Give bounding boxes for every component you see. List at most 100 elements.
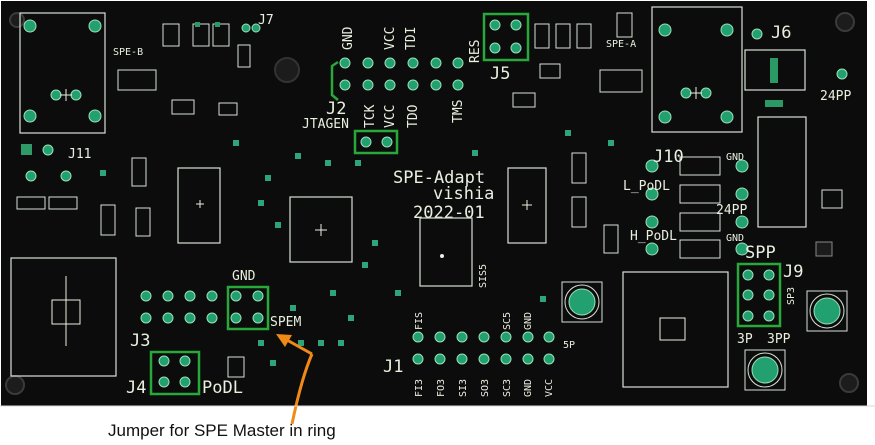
relay <box>757 116 807 228</box>
smd-l4 <box>135 207 151 237</box>
label-sp3: SP3 <box>786 287 797 305</box>
board-title-line3: 2022-01 <box>413 203 485 223</box>
label-vcc-b: VCC <box>544 379 555 397</box>
smd-part2 <box>218 102 238 116</box>
label-vcc-mid: VCC <box>383 105 398 128</box>
mounting-hole-bl <box>5 375 25 395</box>
j10-podl-diodes <box>645 156 749 259</box>
smd-r6 <box>576 23 592 49</box>
smd-r9 <box>603 224 619 254</box>
smd-part <box>171 99 195 115</box>
label-fis: FIS <box>414 312 425 330</box>
label-jtagen: JTAGEN <box>302 117 349 132</box>
ic-left <box>177 167 221 244</box>
label-j7: J7 <box>258 13 274 28</box>
mcu-chip <box>289 196 353 263</box>
j2-jtag-header <box>330 57 464 155</box>
label-spe-b: SPE-B <box>113 47 143 58</box>
label-j1: J1 <box>383 357 403 377</box>
spe-connector-left <box>10 257 117 377</box>
smd-l1 <box>16 196 46 210</box>
crystal-r <box>599 69 643 93</box>
smd-r1 <box>539 63 561 79</box>
label-podl: PoDL <box>202 378 243 398</box>
board-title-line2: vishia <box>433 184 494 204</box>
label-j2: J2 <box>326 99 346 119</box>
spe-b-connector <box>19 12 106 134</box>
label-gnd-j1: GND <box>523 312 534 330</box>
label-24pp-top: 24PP <box>820 89 851 104</box>
crystal <box>117 69 157 91</box>
j4-header <box>149 350 201 396</box>
smd-r7 <box>571 152 587 184</box>
ic-right <box>507 167 547 244</box>
smd-l5 <box>131 157 147 187</box>
vias <box>100 130 614 366</box>
label-si3: SI3 <box>458 379 469 397</box>
label-j9: J9 <box>783 262 803 282</box>
label-tdi-top: TDI <box>404 27 419 50</box>
label-gnd-r1: GND <box>726 152 744 163</box>
label-gnd-top: GND <box>341 26 356 50</box>
pushbutton-1 <box>561 281 603 323</box>
label-3pp: 3PP <box>767 332 791 347</box>
spe-a-connector <box>651 6 743 133</box>
mounting-hole-tl <box>9 12 25 28</box>
j6-power-connector <box>744 28 848 107</box>
label-j5: J5 <box>490 64 510 84</box>
j9-header <box>736 241 833 328</box>
label-j10: J10 <box>653 147 684 167</box>
smd-r10 <box>821 189 843 209</box>
mounting-hole-br <box>839 373 859 393</box>
label-5p: 5P <box>563 340 575 351</box>
label-tms: TMS <box>451 100 466 123</box>
regulator <box>419 217 473 287</box>
smd-r5 <box>555 23 571 49</box>
board-title-line1: SPE-Adapt <box>393 168 485 188</box>
smd-l3 <box>100 204 116 236</box>
label-gnd-r2: GND <box>726 233 744 244</box>
label-res: RES <box>468 40 483 63</box>
label-so3: SO3 <box>480 379 491 397</box>
pushbutton-3 <box>744 349 786 391</box>
pushbutton-2 <box>806 290 848 332</box>
spe-connector-right <box>622 271 729 388</box>
annotation-arrow <box>276 334 314 425</box>
label-sc5: SC5 <box>502 312 513 330</box>
label-sis5: SIS5 <box>478 264 489 288</box>
label-lpodl: L_PoDL <box>623 179 670 194</box>
label-sc3: SC3 <box>502 379 513 397</box>
label-fi3: FI3 <box>414 379 425 397</box>
label-spp: SPP <box>745 243 776 263</box>
label-tck: TCK <box>363 104 378 128</box>
label-24pp-mid: 24PP <box>716 203 747 218</box>
smd-r4 <box>534 23 550 49</box>
label-j3: J3 <box>130 331 150 351</box>
label-spem: SPEM <box>270 315 301 330</box>
j11-header <box>21 144 72 182</box>
smd-r3 <box>616 12 633 38</box>
label-j6: J6 <box>771 23 791 43</box>
label-3p: 3P <box>737 332 753 347</box>
label-j4: J4 <box>126 378 146 398</box>
smd-l2 <box>48 196 78 210</box>
pcb-board <box>1 1 867 406</box>
annotation-caption: Jumper for SPE Master in ring <box>108 421 336 440</box>
mounting-hole-mid <box>274 57 300 83</box>
label-hpodl: H_PoDL <box>630 229 677 244</box>
label-j11: J11 <box>68 147 91 162</box>
j7-smd-parts <box>162 22 261 68</box>
j5-header <box>482 12 530 62</box>
j3-header-grid <box>140 285 270 331</box>
label-gnd-b: GND <box>523 379 534 397</box>
label-tdo: TDO <box>406 104 421 128</box>
label-vcc-top: VCC <box>383 27 398 50</box>
j1-header <box>412 331 555 365</box>
smd-r2 <box>512 92 536 108</box>
smd-r8 <box>571 196 587 228</box>
label-gnd-spem: GND <box>232 269 256 284</box>
mounting-hole-tr <box>835 12 855 32</box>
label-spe-a: SPE-A <box>606 39 636 50</box>
label-fo3: FO3 <box>436 379 447 397</box>
smd-b1 <box>227 356 245 378</box>
